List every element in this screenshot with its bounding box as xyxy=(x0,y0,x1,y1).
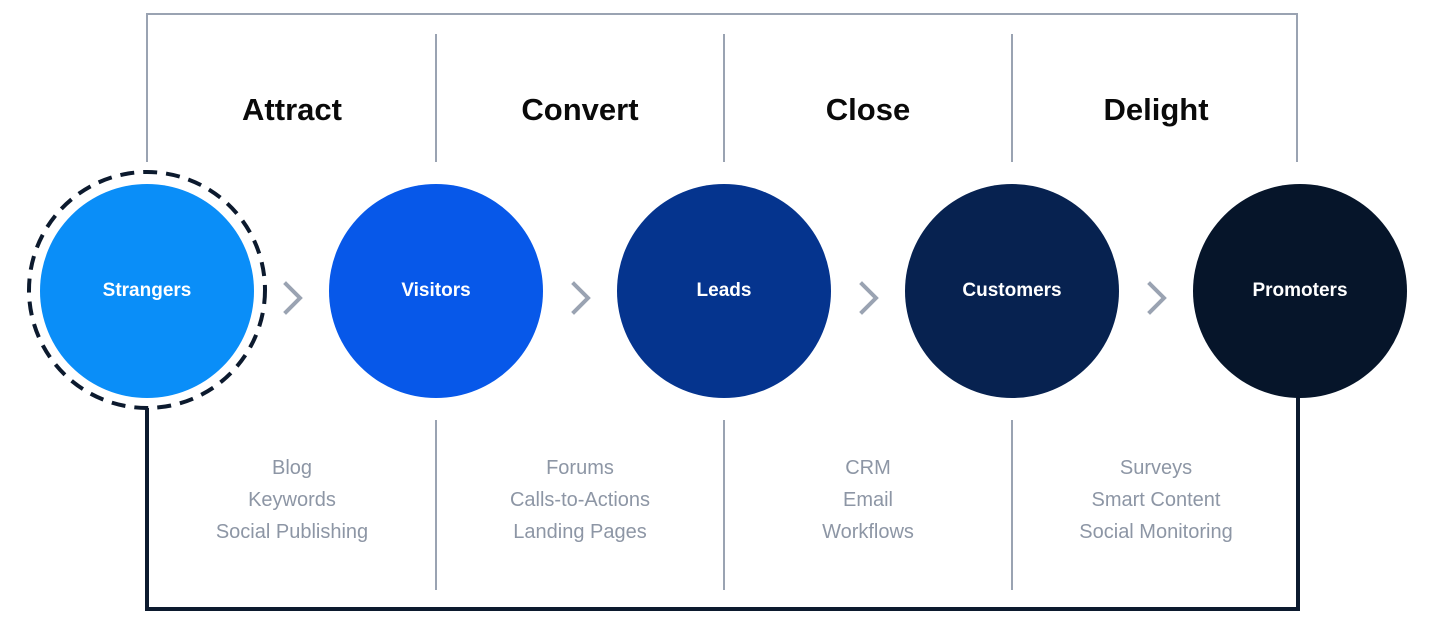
tactic-item: Social Monitoring xyxy=(1079,521,1233,543)
tactics-close: CRM Email Workflows xyxy=(724,452,1012,548)
chevron-right-icon xyxy=(859,281,879,315)
tactic-item: Calls-to-Actions xyxy=(509,489,651,511)
tactic-item: Surveys xyxy=(1119,457,1193,479)
stage-title-attract: Attract xyxy=(242,92,342,127)
node-leads: Leads xyxy=(617,184,831,398)
node-label-visitors: Visitors xyxy=(401,280,471,301)
tactic-item: Landing Pages xyxy=(513,521,647,543)
tactic-item: Email xyxy=(842,489,893,511)
stage-title-close: Close xyxy=(825,92,911,127)
node-strangers: Strangers xyxy=(40,184,254,398)
node-label-leads: Leads xyxy=(696,280,752,301)
node-label-promoters: Promoters xyxy=(1252,280,1348,301)
top-frame-line xyxy=(146,13,1298,162)
tactic-item: Smart Content xyxy=(1091,489,1221,511)
tactics-convert: Forums Calls-to-Actions Landing Pages xyxy=(436,452,724,548)
node-visitors: Visitors xyxy=(329,184,543,398)
tactic-item: Social Publishing xyxy=(215,521,369,543)
chevron-right-icon xyxy=(1147,281,1167,315)
node-customers: Customers xyxy=(905,184,1119,398)
tactic-item: Forums xyxy=(546,457,614,479)
stage-title-convert: Convert xyxy=(521,92,639,127)
tactic-item: Keywords xyxy=(248,489,336,511)
tactics-delight: Surveys Smart Content Social Monitoring xyxy=(1012,452,1300,548)
tactic-item: Blog xyxy=(271,457,313,479)
stage-title-delight: Delight xyxy=(1103,92,1209,127)
tactic-item: Workflows xyxy=(822,521,914,543)
chevron-right-icon xyxy=(283,281,303,315)
strangers-dashed-ring xyxy=(27,170,267,410)
chevron-right-icon xyxy=(571,281,591,315)
tactics-attract: Blog Keywords Social Publishing xyxy=(148,452,436,548)
node-promoters: Promoters xyxy=(1193,184,1407,398)
tactic-item: CRM xyxy=(845,457,891,479)
node-label-strangers: Strangers xyxy=(102,280,192,301)
loop-back-line xyxy=(145,397,1300,611)
node-label-customers: Customers xyxy=(962,280,1062,301)
